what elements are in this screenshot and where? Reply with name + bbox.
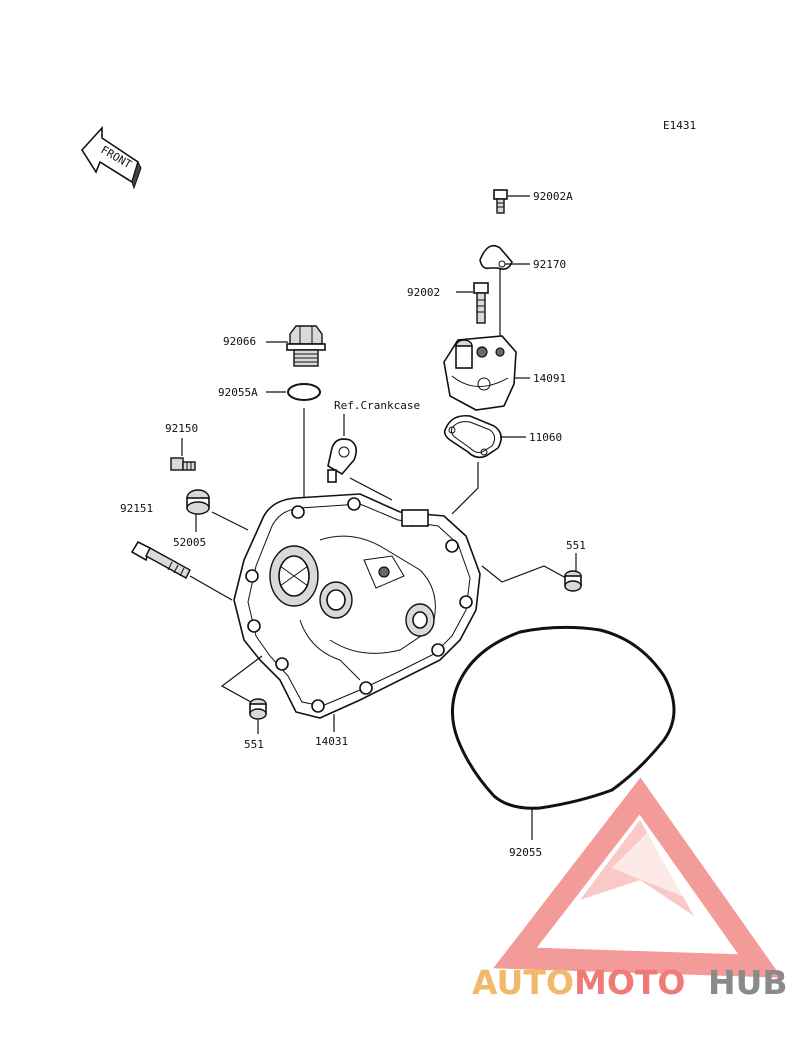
callout-92151: 92151 <box>120 502 153 515</box>
bolt-92151 <box>130 540 191 579</box>
callout-92002a: 92002A <box>533 190 573 203</box>
callout-551-right: 551 <box>566 539 586 552</box>
seal-52005 <box>186 489 210 515</box>
callout-551-left: 551 <box>244 738 264 751</box>
gasket-92055 <box>451 625 676 810</box>
dowel-plate <box>327 438 358 483</box>
callout-92066: 92066 <box>223 335 256 348</box>
crankcase-cover-14031 <box>233 493 481 719</box>
callout-14091: 14091 <box>533 372 566 385</box>
watermark-logo <box>493 777 782 978</box>
watermark-moto: MOTO <box>574 963 685 1002</box>
clamp-92170 <box>479 244 513 270</box>
callout-92055a: 92055A <box>218 386 258 399</box>
diagram-code: E1431 <box>663 119 696 132</box>
callout-92055: 92055 <box>509 846 542 859</box>
housing-14091 <box>443 335 517 411</box>
callout-92150: 92150 <box>165 422 198 435</box>
callout-92002: 92002 <box>407 286 440 299</box>
bolt-92002a <box>493 189 508 214</box>
gasket-11060 <box>443 414 502 459</box>
bolt-92002 <box>473 282 489 324</box>
dowel-pin-551-left <box>249 698 267 720</box>
bolt-92150 <box>170 457 196 471</box>
front-arrow-icon: FRONT <box>80 125 142 190</box>
callout-14031: 14031 <box>315 735 348 748</box>
watermark-hub: HUB <box>708 963 788 1002</box>
callout-11060: 11060 <box>529 431 562 444</box>
dowel-pin-551-right <box>564 570 582 592</box>
watermark-text: AUTO MOTO HUB <box>472 963 788 1002</box>
o-ring-92055a <box>287 383 321 401</box>
plug-92066 <box>286 325 326 367</box>
callout-92170: 92170 <box>533 258 566 271</box>
reference-note: Ref.Crankcase <box>334 399 420 412</box>
watermark-auto: AUTO <box>472 963 574 1002</box>
callout-52005: 52005 <box>173 536 206 549</box>
